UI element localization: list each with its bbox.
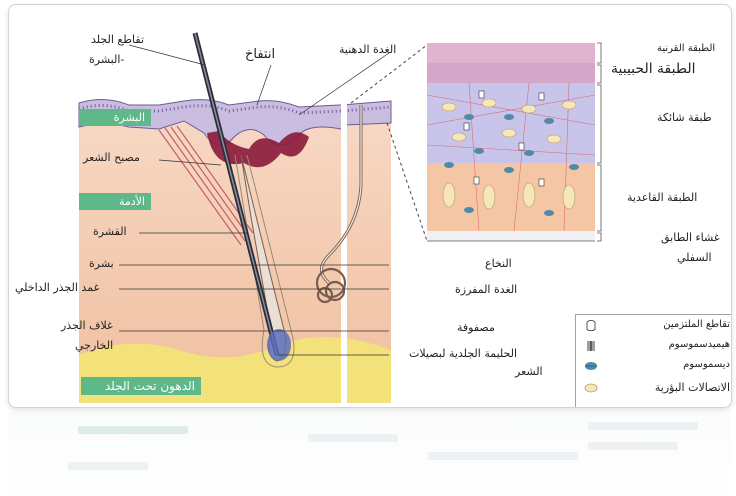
- label-sebaceous-gland: الغدة الدهنية: [339, 43, 396, 56]
- dermal-papilla: [267, 329, 291, 361]
- hemidesmosome-icon: [584, 340, 598, 352]
- legend-item: ديسموسوم: [576, 357, 732, 375]
- dermis-box: الأدمة: [79, 193, 151, 210]
- label-hair-follicle: مصبح الشعر: [83, 151, 140, 164]
- legend-item: هيميدسموسوم: [576, 337, 732, 355]
- label-stratum-basale: الطبقة القاعدية: [627, 191, 697, 204]
- cylinder-icon: [584, 320, 598, 332]
- legend-item: تقاطع الملتزمين: [576, 317, 732, 335]
- label-basement-membrane-1: غشاء الطابق: [661, 231, 720, 244]
- layer-detail: [427, 43, 595, 241]
- label-secretory-gland: الغدة المفرزة: [455, 283, 517, 296]
- label-medulla: النخاع: [485, 257, 512, 270]
- label-outer-root-sheath-2: الخارجي: [75, 339, 113, 352]
- label-matrix: مصفوفة: [457, 321, 495, 334]
- reflection: [8, 412, 730, 496]
- diagram-card: تقاطع الجلد -البشرة انتفاخ الغدة الدهنية…: [8, 4, 732, 408]
- oval-junction-icon: [584, 382, 598, 394]
- label-outer-root-sheath-1: غلاف الجذر: [61, 319, 113, 332]
- legend: تقاطع الملتزمين هيميدسموسوم ديسموسوم الا…: [575, 314, 732, 408]
- label-inner-root-sheath: غمد الجذر الداخلي: [15, 281, 99, 294]
- label-swelling: انتفاخ: [245, 47, 275, 62]
- label-dermal-papilla-1: الحليمة الجلدية لبصيلات: [409, 347, 517, 360]
- epidermis-box: البشرة: [79, 109, 151, 126]
- label-cuticle: القشرة: [93, 225, 127, 238]
- subcutaneous-fat-box: الدهون تحت الجلد: [81, 377, 201, 395]
- legend-item: الاتصالات البؤرية: [576, 379, 732, 397]
- label-epidermis-suffix: -البشرة: [89, 53, 124, 66]
- desmosome-icon: [584, 360, 598, 372]
- label-basement-membrane-2: السفلي: [677, 251, 712, 264]
- label-skin: بشرة: [89, 257, 114, 270]
- label-stratum-corneum: الطبقة القرنية: [657, 43, 715, 54]
- label-stratum-spinosum: طبقة شائكة: [657, 111, 712, 124]
- label-stratum-granulosum: الطبقة الحبيبية: [611, 61, 696, 77]
- label-dermal-papilla-2: الشعر: [515, 365, 543, 378]
- label-dermoepidermal-junction: تقاطع الجلد: [91, 33, 144, 46]
